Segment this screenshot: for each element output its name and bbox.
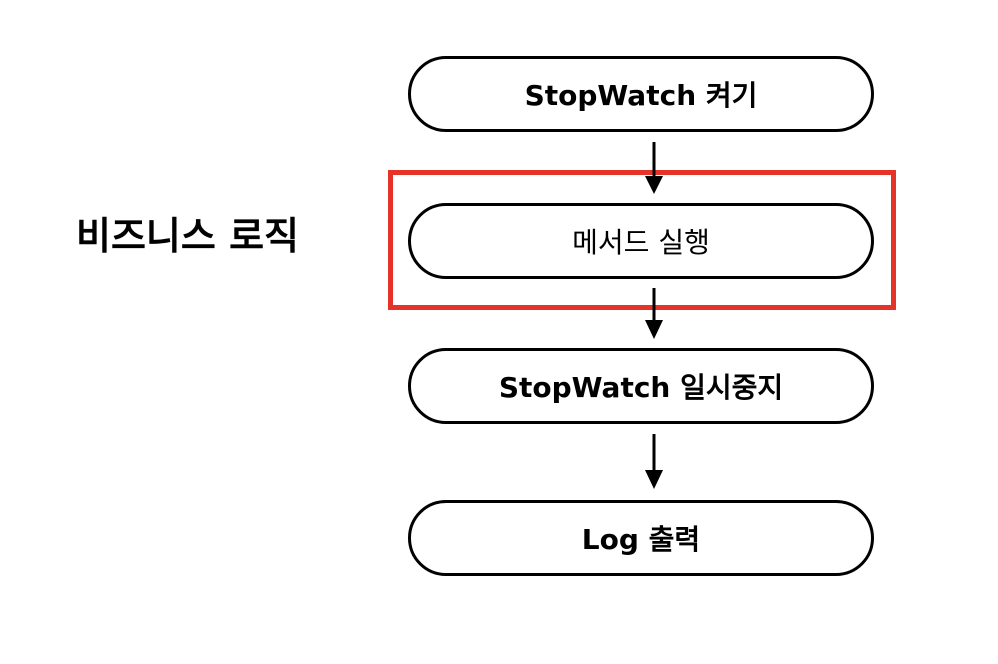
step-stopwatch-pause: StopWatch 일시중지: [408, 348, 874, 424]
step-stopwatch-start: StopWatch 켜기: [408, 56, 874, 132]
step-method-execute: 메서드 실행: [408, 203, 874, 279]
step-log-output: Log 출력: [408, 500, 874, 576]
arrow-3-to-4: [645, 434, 663, 489]
business-logic-highlight-box: [388, 170, 896, 310]
business-logic-label: 비즈니스 로직: [76, 214, 299, 258]
arrow-1-to-2: [645, 142, 663, 194]
arrow-2-to-3: [645, 288, 663, 339]
